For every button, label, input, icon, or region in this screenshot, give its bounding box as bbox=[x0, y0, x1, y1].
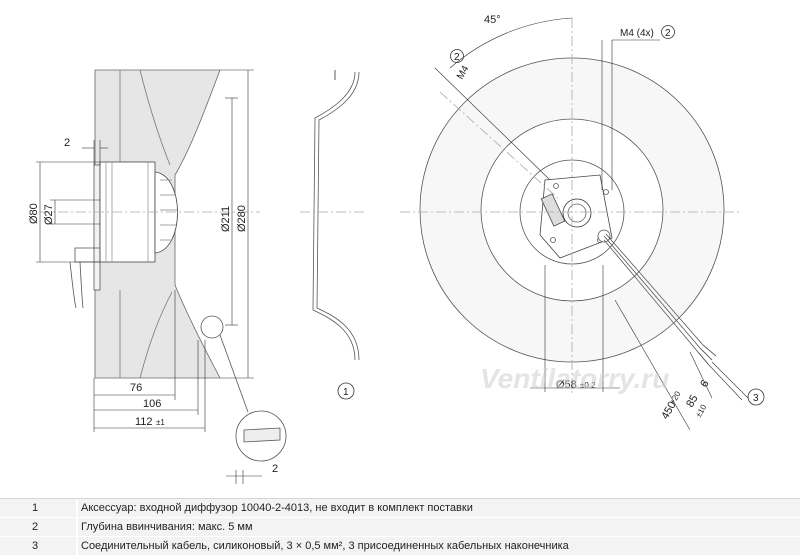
legend-row: 2 Глубина ввинчивания: макс. 5 мм bbox=[0, 517, 800, 536]
diffuser-profile bbox=[300, 70, 365, 400]
dim-d80: Ø80 bbox=[28, 203, 40, 224]
m4-callout: 2 bbox=[454, 52, 460, 63]
side-view-dimensions bbox=[36, 69, 254, 432]
front-view bbox=[400, 17, 765, 431]
legend-number: 2 bbox=[0, 518, 76, 536]
dim-2-top: 2 bbox=[64, 137, 70, 149]
legend-text: Аксессуар: входной диффузор 10040-2-4013… bbox=[76, 499, 800, 517]
back-plate bbox=[93, 164, 101, 291]
dim-d280: Ø280 bbox=[236, 205, 248, 232]
m4-label: M4 bbox=[455, 64, 472, 82]
legend-text: Соединительный кабель, силиконовый, 3 × … bbox=[76, 537, 800, 555]
dim-d27: Ø27 bbox=[43, 204, 55, 225]
dim-112: 112 bbox=[135, 416, 153, 428]
m4-4x-label: M4 (4x) bbox=[620, 28, 654, 39]
cable-85: 85 bbox=[684, 393, 701, 410]
technical-drawing: 2 Ø80 Ø27 Ø211 Ø280 76 106 112 ±1 2 1 bbox=[28, 14, 765, 484]
dim-106: 106 bbox=[143, 398, 161, 410]
motor-cap-ribs bbox=[160, 179, 177, 241]
legend-text: Глубина ввинчивания: макс. 5 мм bbox=[76, 518, 800, 536]
shaft-hole bbox=[562, 198, 592, 228]
detail-view bbox=[226, 410, 287, 484]
detail-circle bbox=[200, 315, 224, 339]
mount-hole-1 bbox=[553, 183, 559, 189]
dim-d58: Ø58 bbox=[556, 379, 577, 391]
mount-hole-4 bbox=[550, 237, 556, 243]
side-view-dimension-labels: 2 Ø80 Ø27 Ø211 Ø280 76 106 112 ±1 bbox=[28, 137, 248, 428]
legend-row: 3 Соединительный кабель, силиконовый, 3 … bbox=[0, 536, 800, 555]
dim-d58-tol: ±0.2 bbox=[580, 381, 596, 390]
legend-number: 3 bbox=[0, 537, 76, 555]
cable-6: 6 bbox=[698, 378, 711, 389]
cable-callout: 3 bbox=[753, 393, 759, 404]
legend-table: 1 Аксессуар: входной диффузор 10040-2-40… bbox=[0, 498, 800, 555]
detail-dim-2: 2 bbox=[272, 463, 278, 475]
legend-row: 1 Аксессуар: входной диффузор 10040-2-40… bbox=[0, 499, 800, 517]
blade-edges bbox=[119, 69, 173, 379]
diffuser-callout: 1 bbox=[343, 387, 349, 398]
watermark: Ventilatorry.ru bbox=[480, 363, 669, 394]
side-view bbox=[40, 69, 260, 413]
motor-cap bbox=[154, 171, 178, 254]
dim-d211: Ø211 bbox=[220, 206, 232, 232]
dim-76: 76 bbox=[130, 382, 142, 394]
terminal-block bbox=[540, 193, 566, 227]
legend-number: 1 bbox=[0, 499, 76, 517]
m4-4x-callout: 2 bbox=[665, 28, 671, 39]
mount-hole-2 bbox=[603, 189, 609, 195]
dim-112-tol: ±1 bbox=[156, 418, 165, 427]
angle-45: 45° bbox=[484, 14, 501, 26]
motor-body bbox=[99, 161, 156, 263]
cable bbox=[603, 233, 704, 353]
cable-450-tol: +20 bbox=[668, 389, 683, 406]
